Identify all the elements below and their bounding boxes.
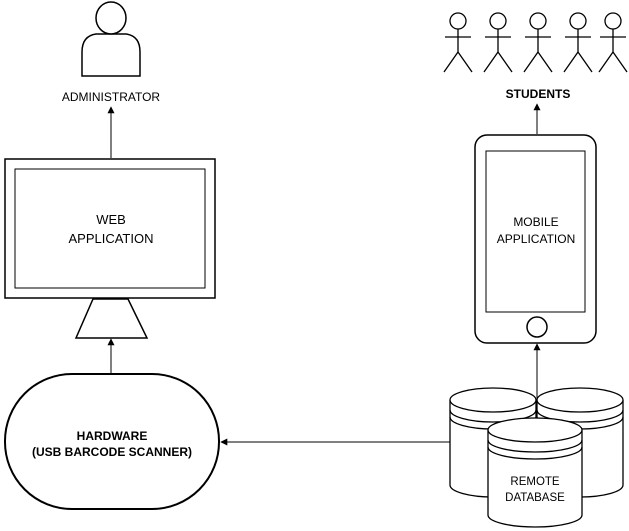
hardware-scanner: HARDWARE (USB BARCODE SCANNER): [4, 373, 220, 510]
database-line1: REMOTE: [510, 476, 560, 488]
remote-database: REMOTE DATABASE: [449, 387, 624, 528]
mobile-application-phone: MOBILE APPLICATION: [474, 134, 597, 344]
administrator-label: ADMINISTRATOR: [62, 90, 161, 104]
web-application-line1: WEB: [96, 212, 126, 227]
students-actor-group: STUDENTS: [443, 12, 628, 101]
stick-figure-icon: [598, 12, 628, 73]
stick-figure-icon: [443, 12, 473, 73]
connectors: [107, 103, 541, 446]
hardware-shape: [4, 373, 220, 510]
hardware-line1: HARDWARE: [77, 429, 148, 443]
administrator-actor: ADMINISTRATOR: [62, 1, 161, 104]
database-cylinder-icon: [449, 387, 624, 528]
smartphone-icon: [474, 134, 597, 344]
mobile-application-line1: MOBILE: [513, 215, 558, 229]
stick-figures: [443, 12, 628, 73]
database-line2: DATABASE: [505, 492, 565, 504]
stick-figure-icon: [523, 12, 553, 73]
students-label: STUDENTS: [506, 87, 571, 101]
stick-figure-icon: [483, 12, 513, 73]
user-silhouette-icon: [81, 1, 141, 77]
web-application-monitor: WEB APPLICATION: [4, 158, 216, 339]
monitor-icon: [4, 158, 216, 339]
hardware-line2: (USB BARCODE SCANNER): [32, 445, 192, 459]
web-application-line2: APPLICATION: [68, 231, 153, 246]
mobile-application-line2: APPLICATION: [497, 232, 575, 246]
stick-figure-icon: [563, 12, 593, 73]
